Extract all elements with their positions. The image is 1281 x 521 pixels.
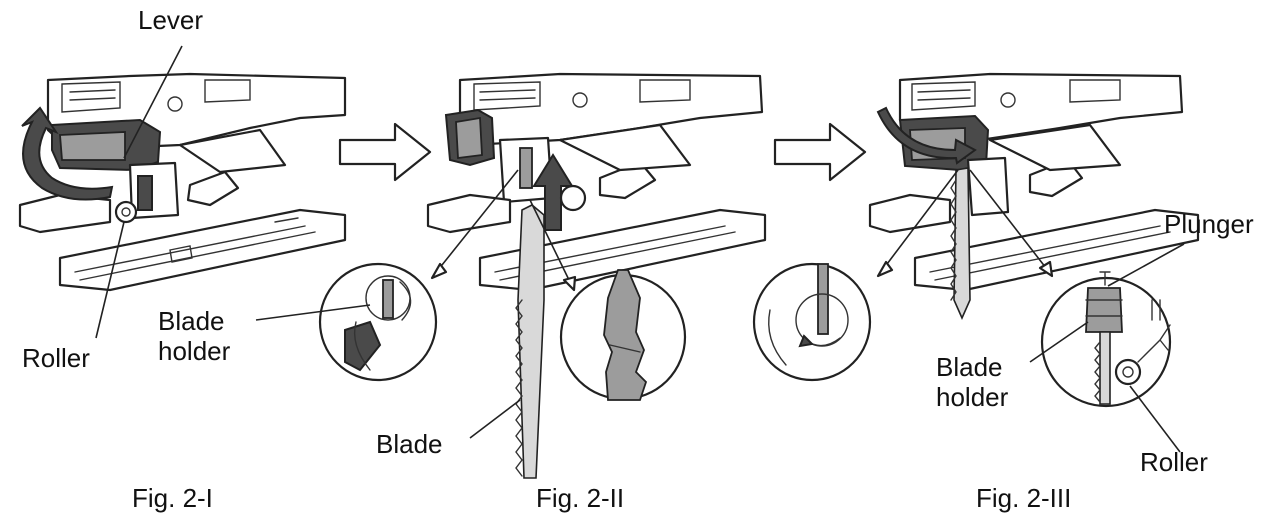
label-roller-fig3: Roller (1140, 447, 1208, 477)
figure-3-jigsaw (752, 72, 1200, 453)
caption-fig-2-3: Fig. 2-III (976, 483, 1072, 513)
figure-1-jigsaw (18, 45, 347, 339)
step-arrow-icon (338, 122, 432, 182)
step-arrow-icon (773, 122, 867, 182)
label-plunger: Plunger (1164, 209, 1254, 239)
figure-2-jigsaw (255, 72, 767, 479)
up-arrow-icon (532, 153, 574, 231)
label-lever: Lever (138, 5, 204, 35)
caption-fig-2-1: Fig. 2-I (132, 483, 213, 513)
label-blade: Blade (376, 429, 443, 459)
label-blade-holder-fig3: Blade holder (936, 352, 1009, 412)
rotate-arrow-icon (876, 106, 977, 165)
label-roller-fig1: Roller (22, 343, 90, 373)
label-blade-holder-fig2: Blade holder (158, 306, 231, 366)
caption-fig-2-2: Fig. 2-II (536, 483, 625, 513)
rotate-arrow-icon (21, 106, 114, 201)
